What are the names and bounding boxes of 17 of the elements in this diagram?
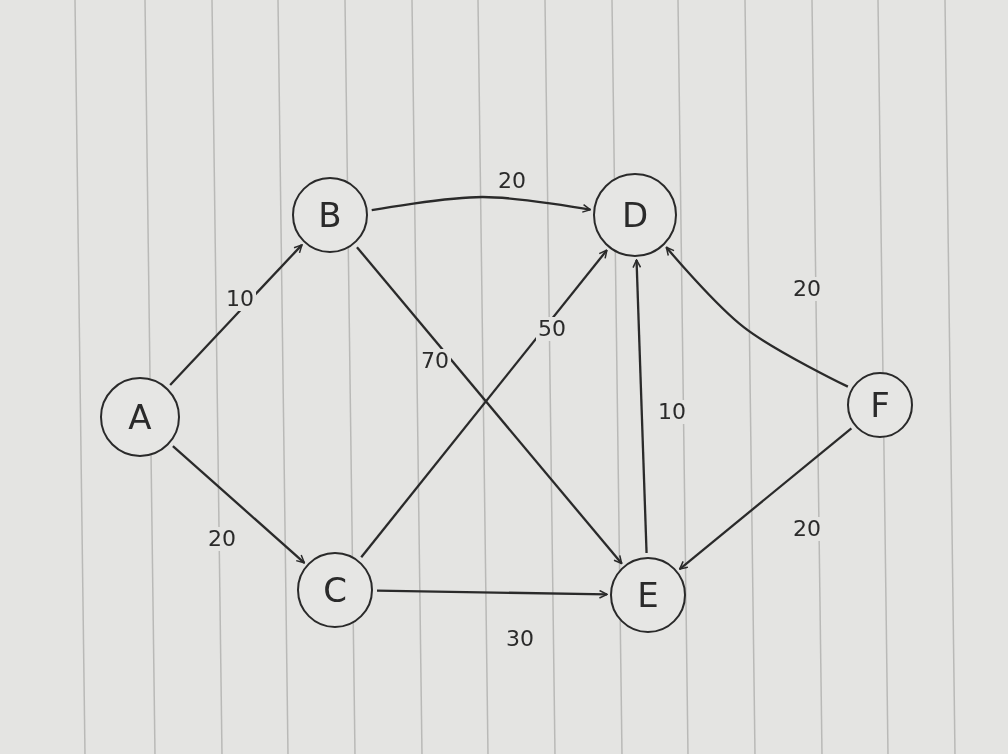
arrow	[632, 259, 648, 554]
node-label: C	[323, 570, 347, 610]
edge-label: 20	[206, 527, 238, 552]
arrow	[172, 445, 306, 564]
arrow	[371, 195, 592, 213]
node-label: A	[128, 397, 152, 437]
edge-label: 20	[791, 517, 823, 542]
edge-label: 50	[536, 317, 568, 342]
arrow	[665, 246, 849, 388]
node-label: F	[870, 385, 890, 425]
node-label: D	[621, 195, 649, 235]
edge-label: 20	[791, 277, 823, 302]
arrow	[169, 244, 303, 386]
node-label: E	[637, 575, 659, 615]
arrow	[678, 427, 853, 570]
node-label: B	[318, 195, 342, 235]
arrow	[377, 589, 608, 599]
